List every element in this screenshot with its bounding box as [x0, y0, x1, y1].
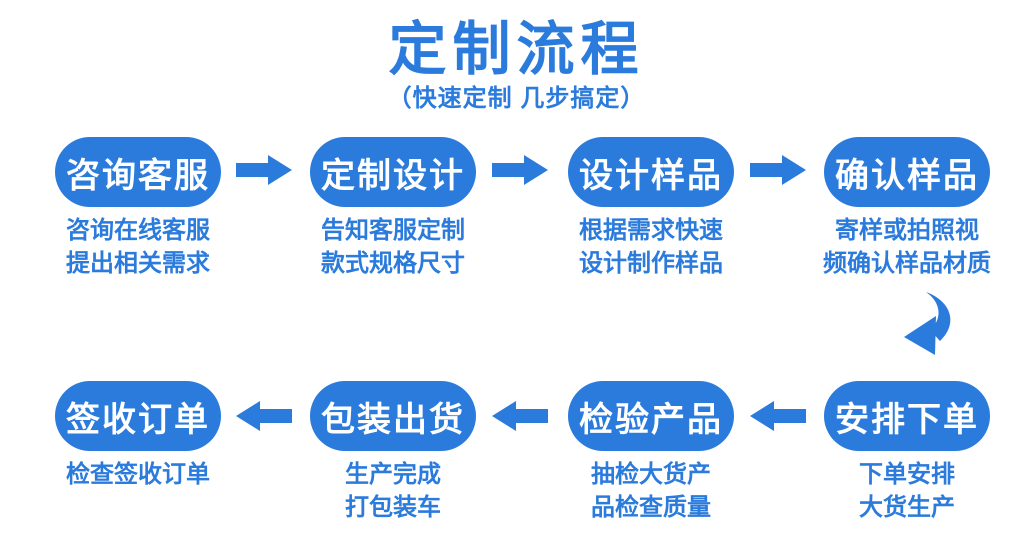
step-desc: 生产完成 打包装车	[345, 461, 441, 521]
step-desc: 根据需求快速 设计制作样品	[579, 217, 723, 277]
arrow-right-icon	[750, 155, 806, 185]
step-pill: 包装出货	[310, 381, 476, 451]
arrow-right-icon	[236, 155, 292, 185]
step-pill: 定制设计	[310, 137, 476, 207]
arrow-left-icon	[492, 401, 548, 431]
step-desc: 检查签收订单	[66, 461, 210, 488]
step-desc: 告知客服定制 款式规格尺寸	[321, 217, 465, 277]
step-pill: 咨询客服	[55, 137, 221, 207]
step-desc: 咨询在线客服 提出相关需求	[66, 217, 210, 277]
arrow-right-icon	[492, 155, 548, 185]
step-desc: 寄样或拍照视 频确认样品材质	[823, 217, 991, 277]
step-3-design-sample: 设计样品 根据需求快速 设计制作样品	[531, 137, 771, 280]
step-5-place-order: 安排下单 下单安排 大货生产	[787, 381, 1027, 524]
page-subtitle: （快速定制 几步搞定）	[387, 85, 646, 112]
step-pill: 检验产品	[568, 381, 734, 451]
arrow-left-icon	[236, 401, 292, 431]
step-1-consult-service: 咨询客服 咨询在线客服 提出相关需求	[18, 137, 258, 280]
curved-down-left-arrow-icon	[901, 292, 963, 360]
step-desc: 抽检大货产 品检查质量	[591, 461, 711, 521]
step-pill: 确认样品	[824, 137, 990, 207]
step-4-confirm-sample: 确认样品 寄样或拍照视 频确认样品材质	[787, 137, 1027, 280]
step-7-pack-ship: 包装出货 生产完成 打包装车	[273, 381, 513, 524]
page-title: 定制流程	[388, 17, 645, 82]
arrow-left-icon	[750, 401, 806, 431]
step-pill: 签收订单	[55, 381, 221, 451]
step-desc: 下单安排 大货生产	[859, 461, 955, 521]
step-pill: 设计样品	[568, 137, 734, 207]
step-2-custom-design: 定制设计 告知客服定制 款式规格尺寸	[273, 137, 513, 280]
step-pill: 安排下单	[824, 381, 990, 451]
step-8-sign-receive: 签收订单 检查签收订单	[18, 381, 258, 491]
step-6-inspect-product: 检验产品 抽检大货产 品检查质量	[531, 381, 771, 524]
